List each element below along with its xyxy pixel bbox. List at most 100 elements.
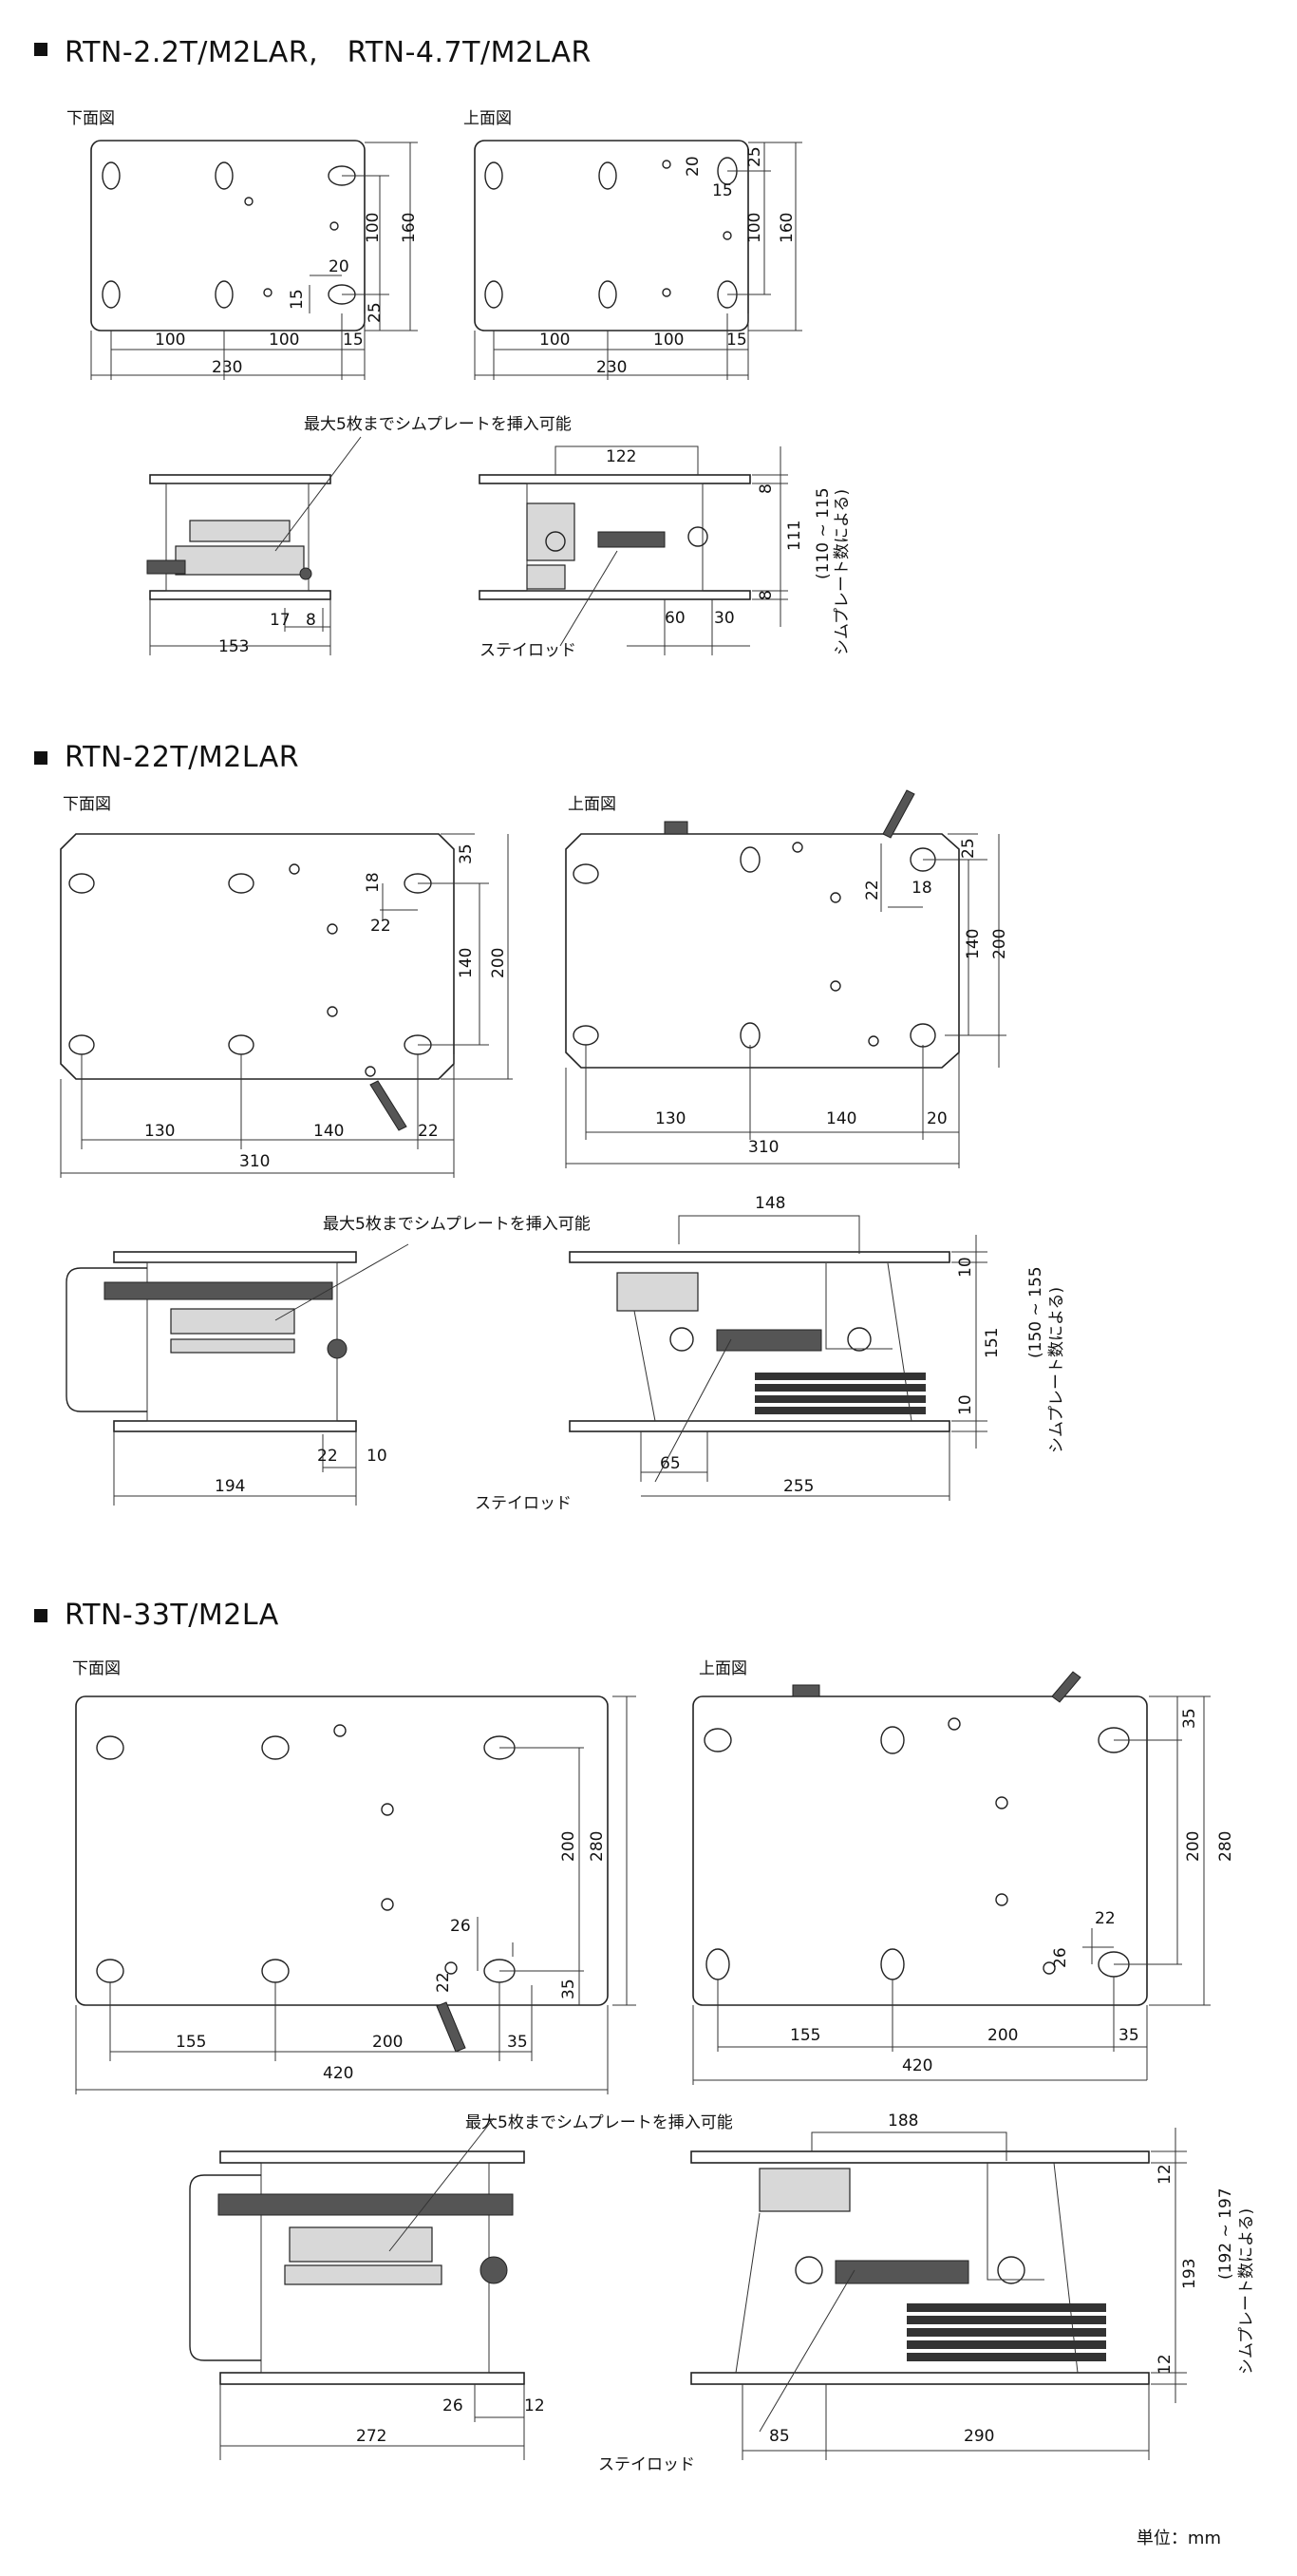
top-view-label: 上面図 xyxy=(568,795,616,814)
dim: 25 xyxy=(366,302,385,323)
dim: シムプレート数による) xyxy=(833,489,852,655)
dim: 290 xyxy=(964,2427,994,2446)
dim: 155 xyxy=(790,2026,820,2045)
dim: 100 xyxy=(653,331,684,350)
dim: 12 xyxy=(1156,2354,1175,2375)
dim: 15 xyxy=(726,331,747,350)
dim: 272 xyxy=(356,2427,386,2446)
s3-top-plate xyxy=(692,1671,1211,2085)
dim: 22 xyxy=(370,917,391,936)
dim: 10 xyxy=(956,1257,975,1278)
bullet-icon xyxy=(34,750,47,765)
dim: 18 xyxy=(364,872,383,893)
dim: 20 xyxy=(329,257,349,276)
s2-side-right xyxy=(569,1215,987,1501)
section-title-2: RTN-22T/M2LAR xyxy=(34,741,299,774)
dim: 122 xyxy=(606,447,636,466)
dim: 15 xyxy=(288,289,307,310)
dim: 100 xyxy=(269,331,299,350)
shim-note: 最大5枚までシムプレートを挿入可能 xyxy=(323,1215,591,1234)
unit-label: 単位：mm xyxy=(1136,2529,1221,2548)
section-title-text: RTN-22T/M2LAR xyxy=(65,741,300,774)
s2-side-left xyxy=(66,1243,409,1506)
s1-side-right xyxy=(479,445,788,655)
shim-note: 最大5枚までシムプレートを挿入可能 xyxy=(304,415,572,434)
dim: 20 xyxy=(684,156,703,177)
dim: 26 xyxy=(450,1917,471,1936)
section-title-text: RTN-33T/M2LA xyxy=(65,1599,279,1632)
dim: 12 xyxy=(1156,2164,1175,2185)
dim: 200 xyxy=(372,2033,403,2052)
dim: 140 xyxy=(826,1109,856,1128)
s2-bottom-plate xyxy=(60,833,513,1178)
dim: 10 xyxy=(367,1447,387,1466)
dim: 420 xyxy=(323,2064,353,2083)
dim: 148 xyxy=(755,1194,785,1213)
top-view-label: 上面図 xyxy=(463,109,512,128)
dim: 20 xyxy=(927,1109,948,1128)
section-title-3: RTN-33T/M2LA xyxy=(34,1599,279,1632)
dim: 280 xyxy=(588,1831,607,1862)
shim-note: 最大5枚までシムプレートを挿入可能 xyxy=(465,2113,733,2132)
dim: シムプレート数による) xyxy=(1047,1287,1066,1453)
dim: 193 xyxy=(1180,2259,1199,2289)
dim: 160 xyxy=(778,213,797,243)
dim: 188 xyxy=(888,2112,918,2131)
stay-rod-label: ステイロッド xyxy=(598,2455,695,2474)
dim: 8 xyxy=(757,590,776,600)
s1-top-plate xyxy=(474,140,802,380)
dim: 30 xyxy=(714,609,735,628)
dim: 140 xyxy=(457,948,476,978)
dim: 22 xyxy=(1095,1909,1116,1928)
dim: 26 xyxy=(1051,1947,1070,1968)
dim: 200 xyxy=(489,948,508,978)
dim: 230 xyxy=(596,358,627,377)
dim: 100 xyxy=(155,331,185,350)
dim: 111 xyxy=(785,521,804,551)
stay-rod-label: ステイロッド xyxy=(479,641,576,660)
s3-side-left xyxy=(189,2117,525,2460)
dim: 100 xyxy=(364,213,383,243)
dim: 35 xyxy=(1180,1708,1199,1729)
dim: 200 xyxy=(559,1831,578,1862)
dim: 151 xyxy=(983,1328,1002,1358)
bullet-icon xyxy=(34,43,47,56)
s2-top-plate xyxy=(565,789,1006,1168)
dim: 8 xyxy=(306,611,316,630)
dim: 130 xyxy=(144,1122,175,1141)
dim: 100 xyxy=(539,331,570,350)
dim: 22 xyxy=(863,880,882,900)
section-title-1: RTN-2.2T/M2LAR, RTN-4.7T/M2LAR xyxy=(34,28,592,70)
dim: 310 xyxy=(239,1152,270,1171)
s1-bottom-plate xyxy=(90,140,418,380)
dim: 15 xyxy=(343,331,364,350)
dim: 26 xyxy=(442,2396,463,2415)
dim: 200 xyxy=(1184,1831,1203,1862)
dim: 100 xyxy=(745,213,764,243)
dim: 155 xyxy=(176,2033,206,2052)
dim: (150 ~ 155 xyxy=(1026,1266,1045,1358)
dim: 22 xyxy=(317,1447,338,1466)
dim: 18 xyxy=(912,879,932,898)
dim: 85 xyxy=(769,2427,790,2446)
dim: 10 xyxy=(956,1394,975,1415)
stay-rod-label: ステイロッド xyxy=(475,1494,572,1513)
s1-side-left xyxy=(146,436,362,655)
dim: 15 xyxy=(712,181,733,200)
bottom-view-label: 下面図 xyxy=(63,795,111,814)
dim: 35 xyxy=(559,1979,578,1999)
s3-bottom-plate xyxy=(75,1695,636,2094)
dim: 12 xyxy=(524,2396,545,2415)
dim: 35 xyxy=(1118,2026,1139,2045)
dim: 25 xyxy=(745,146,764,167)
top-view-label: 上面図 xyxy=(699,1659,747,1678)
bottom-view-label: 下面図 xyxy=(66,109,115,128)
dim: 17 xyxy=(270,611,291,630)
dim: 280 xyxy=(1216,1831,1235,1862)
dim: 310 xyxy=(748,1138,779,1157)
dim: 8 xyxy=(757,483,776,494)
bullet-icon xyxy=(34,1608,47,1622)
s3-side-right xyxy=(690,2128,1187,2460)
dim: 22 xyxy=(434,1972,453,1993)
